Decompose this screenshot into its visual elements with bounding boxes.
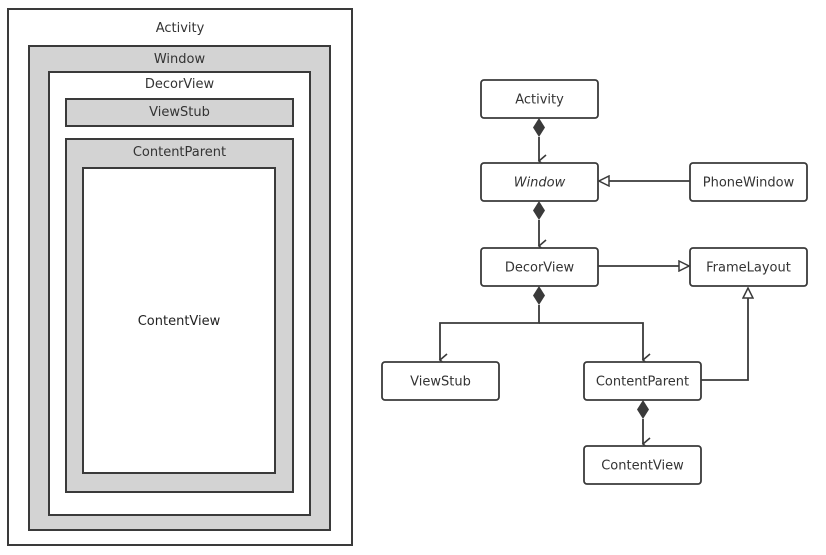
activity-label: Activity xyxy=(155,21,205,36)
uml-node-viewstub: ViewStub xyxy=(381,361,500,401)
uml-contentview-label: ContentView xyxy=(601,459,684,474)
composition-diamond xyxy=(533,118,545,137)
contentview-label: ContentView xyxy=(137,314,221,329)
uml-phonewindow-label: PhoneWindow xyxy=(703,176,795,191)
uml-node-contentparent: ContentParent xyxy=(583,361,702,401)
window-decorview-composition xyxy=(533,201,547,253)
uml-window-label: Window xyxy=(514,176,566,191)
uml-node-window: Window xyxy=(480,162,599,202)
uml-node-decorview: DecorView xyxy=(480,247,599,287)
composition-diamond xyxy=(533,201,545,220)
composition-diamond xyxy=(637,400,649,419)
uml-decorview-label: DecorView xyxy=(505,261,575,276)
viewstub-label: ViewStub xyxy=(149,105,210,120)
window-label: Window xyxy=(153,52,206,67)
contentparent-contentview-composition xyxy=(637,400,651,451)
activity-window-composition xyxy=(533,118,547,168)
contentparent-label: ContentParent xyxy=(132,145,227,160)
uml-viewstub-label: ViewStub xyxy=(410,375,471,390)
uml-framelayout-label: FrameLayout xyxy=(706,261,791,276)
uml-contentparent-label: ContentParent xyxy=(596,375,689,390)
uml-node-framelayout: FrameLayout xyxy=(689,247,808,287)
decorview-children-composition xyxy=(438,286,651,367)
contentparent-framelayout-generalization xyxy=(701,288,748,381)
uml-node-phonewindow: PhoneWindow xyxy=(689,162,808,202)
uml-node-contentview: ContentView xyxy=(583,445,702,485)
viewstub-container: ViewStub xyxy=(65,98,294,127)
contentview-container: ContentView xyxy=(82,167,276,474)
composition-diamond xyxy=(533,286,545,305)
decorview-label: DecorView xyxy=(144,77,215,92)
uml-activity-label: Activity xyxy=(515,93,564,108)
uml-node-activity: Activity xyxy=(480,79,599,119)
